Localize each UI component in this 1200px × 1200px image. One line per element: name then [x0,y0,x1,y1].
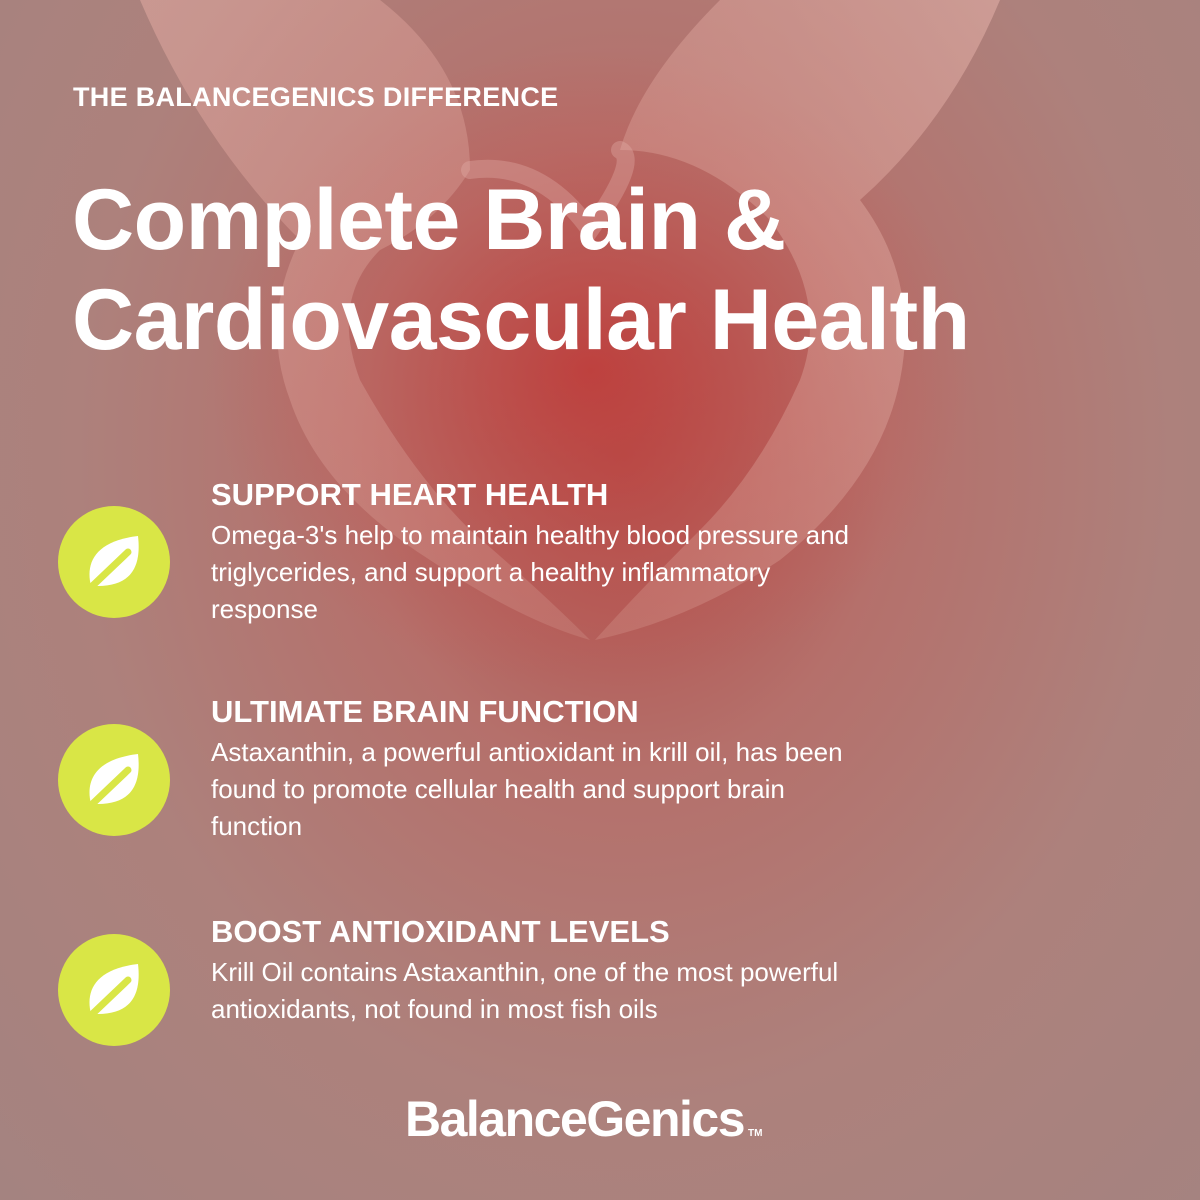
headline: Complete Brain & Cardiovascular Health [72,170,1172,370]
leaf-icon [58,934,170,1046]
headline-line-2: Cardiovascular Health [72,272,970,368]
feature-title: SUPPORT HEART HEALTH [211,477,609,512]
feature-title: ULTIMATE BRAIN FUNCTION [211,694,639,729]
leaf-icon [58,724,170,836]
feature-description: Omega-3's help to maintain healthy blood… [211,520,850,624]
brand-name: BalanceGenics [405,1091,746,1147]
right-hand-shape [595,0,1000,640]
headline-line-1: Complete Brain & [72,172,786,268]
feature-title: BOOST ANTIOXIDANT LEVELS [211,914,670,949]
feature-description: Astaxanthin, a powerful antioxidant in k… [211,737,843,841]
leaf-icon [58,506,170,618]
left-hand-shape [140,0,590,640]
feature-brain-function: ULTIMATE BRAIN FUNCTION Astaxanthin, a p… [0,694,1200,894]
feature-heart-health: SUPPORT HEART HEALTH Omega-3's help to m… [0,477,1200,677]
feature-description: Krill Oil contains Astaxanthin, one of t… [211,957,839,1024]
eyebrow-heading: THE BALANCEGENICS DIFFERENCE [73,82,559,112]
feature-antioxidant-levels: BOOST ANTIOXIDANT LEVELS Krill Oil conta… [0,914,1200,1114]
trademark-mark: TM [748,1128,763,1139]
